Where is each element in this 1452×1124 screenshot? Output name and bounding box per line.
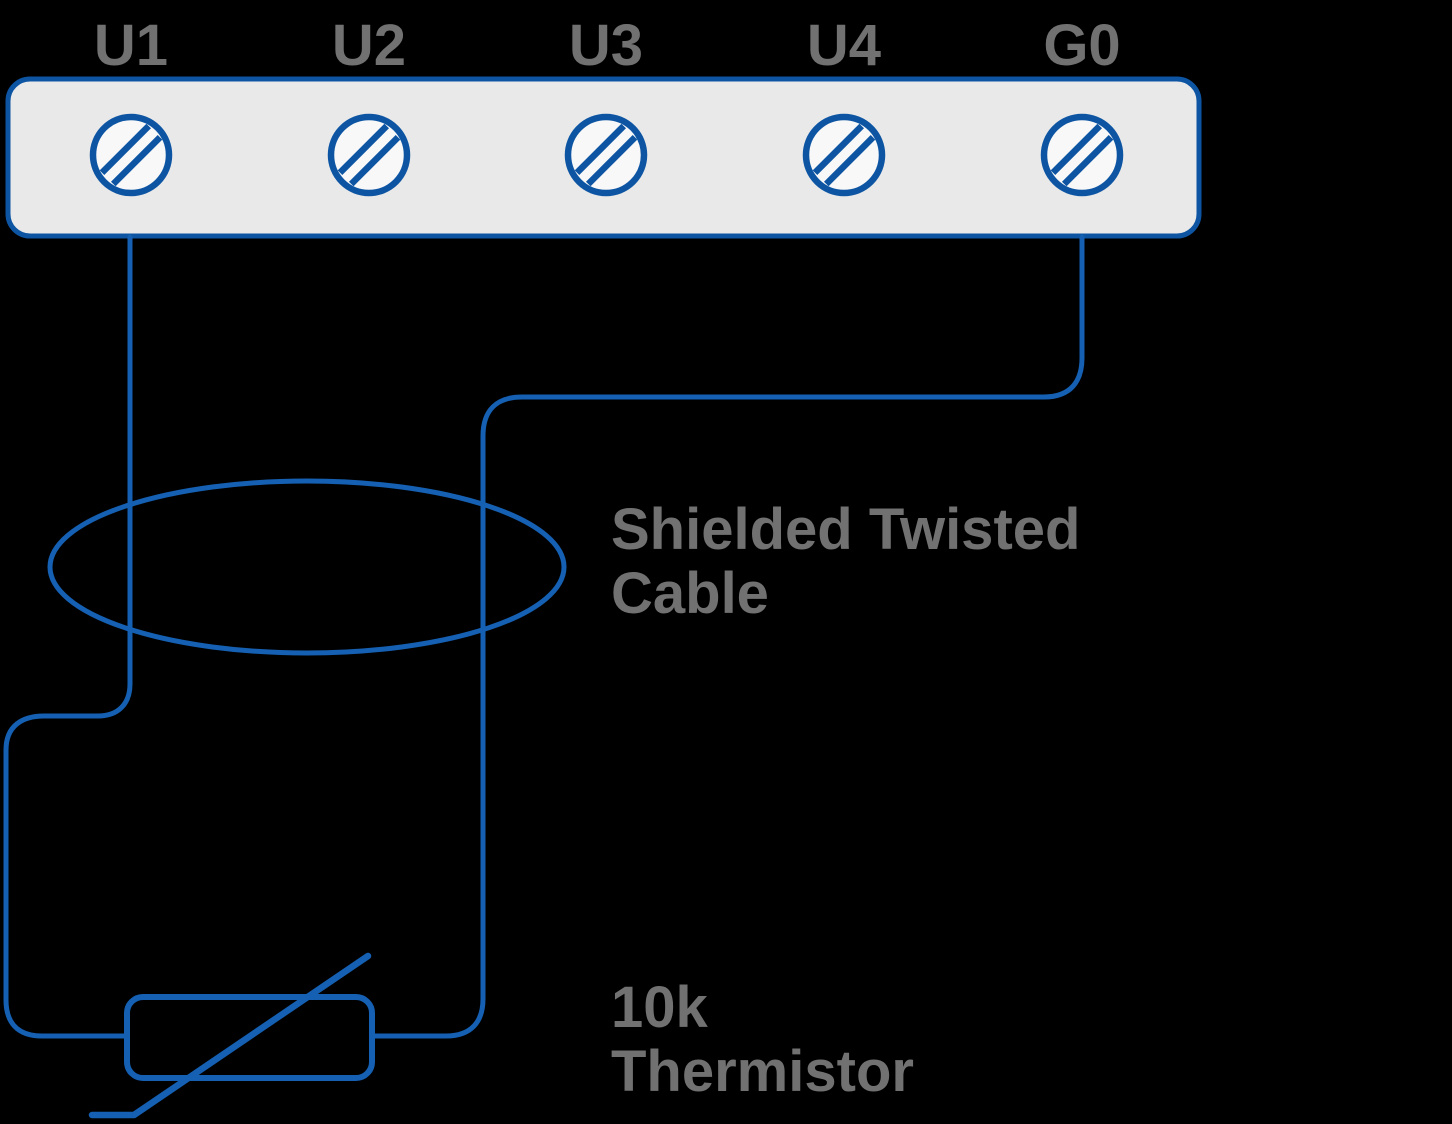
- screw-head-icon: [564, 113, 648, 197]
- screw-head-icon: [327, 113, 411, 197]
- terminal-label-u1: U1: [94, 13, 168, 78]
- screw-slot-line: [337, 123, 389, 175]
- screw-slot-line: [111, 135, 163, 187]
- screw-head-icon: [802, 113, 886, 197]
- terminal-label-u3: U3: [569, 13, 643, 78]
- wire-u1: [3, 234, 133, 1039]
- terminal-label-g0: G0: [1043, 13, 1120, 78]
- thermistor-label-line1: 10k: [611, 975, 709, 1040]
- screw-terminal-g0: [1040, 113, 1124, 197]
- cable-shield-ellipse: [47, 478, 567, 656]
- screw-terminal-u1: [89, 113, 173, 197]
- screw-terminal-u3: [564, 113, 648, 197]
- screw-slot-line: [586, 135, 638, 187]
- screw-slot-line: [99, 123, 151, 175]
- thermistor-diagonal-stroke: [88, 952, 372, 1119]
- screw-slot-line: [1050, 123, 1102, 175]
- thermistor-body: [124, 994, 375, 1081]
- thermistor-label-line2: Thermistor: [611, 1039, 914, 1104]
- cable-label-line1: Shielded Twisted: [611, 497, 1080, 562]
- screw-slot-line: [1062, 135, 1114, 187]
- screw-slot-line: [349, 135, 401, 187]
- screw-slot-line: [824, 135, 876, 187]
- cable-label-line2: Cable: [611, 561, 769, 626]
- screw-head-icon: [89, 113, 173, 197]
- screw-head-icon: [1040, 113, 1124, 197]
- screw-slot-line: [812, 123, 864, 175]
- screw-slot-line: [574, 123, 626, 175]
- screw-terminal-u2: [327, 113, 411, 197]
- terminal-label-u2: U2: [332, 13, 406, 78]
- terminal-label-u4: U4: [807, 13, 881, 78]
- screw-terminal-u4: [802, 113, 886, 197]
- wire-g0: [369, 234, 1085, 1039]
